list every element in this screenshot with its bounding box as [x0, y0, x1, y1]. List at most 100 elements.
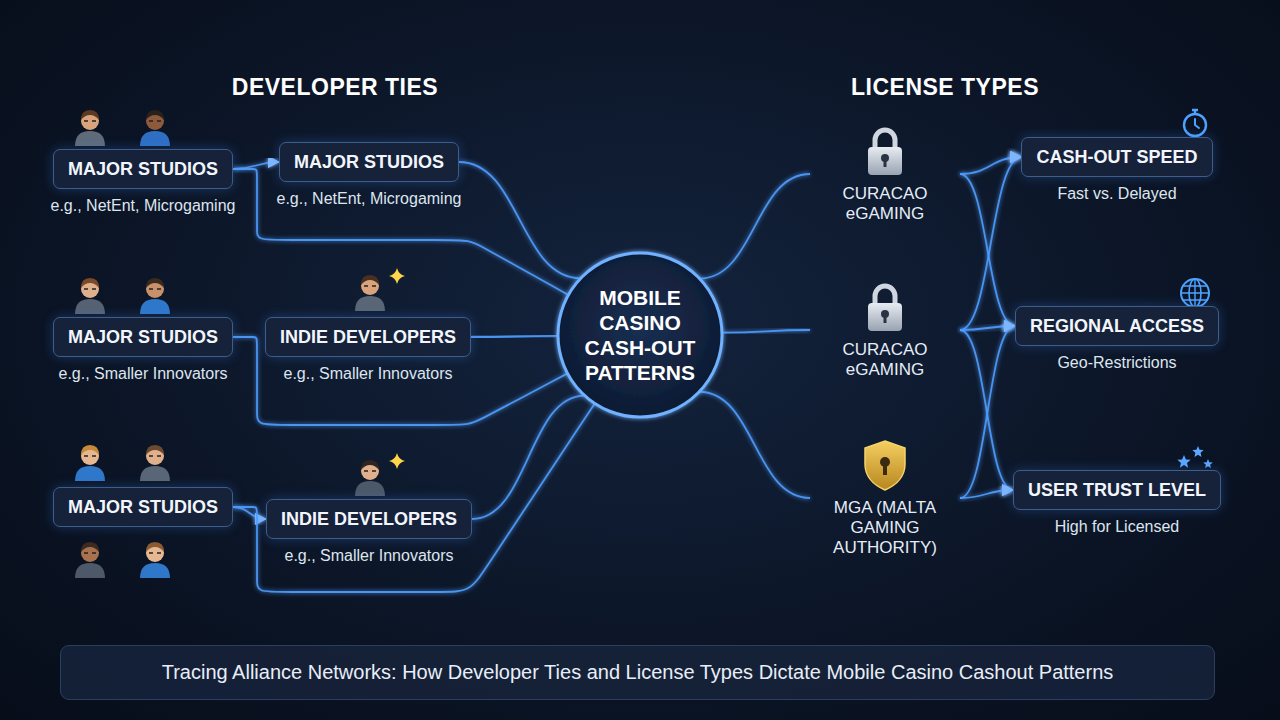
avatar-glasses	[84, 552, 96, 553]
person-avatar	[75, 278, 105, 314]
avatar-body	[140, 131, 170, 146]
shield-icon	[860, 438, 910, 492]
node-heading: REGIONAL ACCESS	[1030, 315, 1204, 337]
caption-text: Tracing Alliance Networks: How Developer…	[162, 661, 1114, 684]
avatar-hair	[146, 278, 164, 288]
node-heading: INDIE DEVELOPERS	[281, 508, 457, 530]
connector-line	[960, 326, 1015, 498]
node-caption: e.g., NetEnt, Microgaming	[51, 197, 236, 215]
process-box: REGIONAL ACCESSGeo-Restrictions	[1015, 306, 1219, 346]
avatar-hair	[81, 542, 99, 552]
connector-line	[960, 490, 1013, 498]
person-avatar	[75, 110, 105, 146]
avatar-hair	[81, 445, 99, 455]
stopwatch-button	[1192, 110, 1198, 113]
avatar-body	[140, 299, 170, 314]
sparkle-icon	[389, 453, 405, 469]
node-heading: MAJOR STUDIOS	[68, 326, 218, 348]
connector-line	[233, 507, 266, 519]
shield-outline	[865, 441, 905, 490]
caption-bar: Tracing Alliance Networks: How Developer…	[60, 645, 1215, 700]
connector-line	[960, 157, 1021, 330]
node-heading: USER TRUST LEVEL	[1028, 479, 1206, 501]
avatar-hair	[146, 110, 164, 120]
person-avatar	[75, 445, 105, 481]
avatar-body	[75, 563, 105, 578]
person-avatar	[140, 110, 170, 146]
avatar-hair	[81, 110, 99, 120]
avatar-glasses	[84, 288, 96, 289]
stopwatch-icon	[1184, 110, 1206, 136]
avatar-body	[140, 563, 170, 578]
node-heading: MAJOR STUDIOS	[68, 496, 218, 518]
license-node: CURACAO eGAMING	[810, 280, 960, 380]
connector-line	[960, 326, 1015, 330]
lock-icon	[860, 280, 910, 334]
hub-outline	[556, 251, 724, 419]
node-heading: MAJOR STUDIOS	[294, 151, 444, 173]
license-node: CURACAO eGAMING	[810, 124, 960, 224]
connector-line	[960, 157, 1021, 174]
person-avatar	[140, 445, 170, 481]
globe-lines	[1181, 279, 1209, 307]
avatar-glasses	[364, 470, 376, 471]
process-box: INDIE DEVELOPERSe.g., Smaller Innovators	[266, 499, 472, 539]
node-caption: e.g., Smaller Innovators	[59, 365, 228, 383]
avatar-glasses	[84, 455, 96, 456]
license-node: MGA (MALTA GAMING AUTHORITY)	[810, 438, 960, 558]
avatar-hair	[81, 278, 99, 288]
section-heading: LICENSE TYPES	[851, 74, 1039, 101]
connector-line	[472, 396, 585, 519]
node-caption: e.g., NetEnt, Microgaming	[277, 190, 462, 208]
avatar-body	[355, 481, 385, 496]
node-heading: CURACAO eGAMING	[815, 340, 955, 380]
process-box: MAJOR STUDIOSe.g., NetEnt, Microgaming	[53, 149, 233, 189]
section-heading: DEVELOPER TIES	[232, 74, 438, 101]
avatar-body	[75, 299, 105, 314]
person-avatar	[140, 542, 170, 578]
connector-line	[700, 174, 810, 279]
avatar-hair	[361, 460, 379, 470]
process-box: MAJOR STUDIOSe.g., Smaller Innovators	[53, 317, 233, 357]
node-caption: Fast vs. Delayed	[1057, 185, 1176, 203]
connector-line	[960, 330, 1013, 490]
node-caption: Geo-Restrictions	[1057, 354, 1176, 372]
shield-keyslot	[883, 464, 887, 475]
connector-line	[699, 392, 810, 498]
connector-line	[233, 169, 568, 295]
globe-outline	[1181, 279, 1209, 307]
process-box: MAJOR STUDIOSe.g., NetEnt, Microgaming	[279, 142, 459, 182]
person-avatar	[75, 542, 105, 578]
lock-keyslot	[884, 315, 887, 323]
globe-icon	[1181, 279, 1209, 307]
stopwatch-hand	[1195, 119, 1199, 128]
node-heading: CURACAO eGAMING	[815, 184, 955, 224]
process-box: CASH-OUT SPEEDFast vs. Delayed	[1021, 137, 1212, 177]
lock-keyslot	[884, 159, 887, 167]
lock-shackle	[875, 130, 895, 149]
node-heading: MGA (MALTA GAMING AUTHORITY)	[815, 498, 955, 558]
avatar-hair	[361, 275, 379, 285]
node-caption: e.g., Smaller Innovators	[285, 547, 454, 565]
star-icon	[1203, 459, 1213, 468]
lock-shackle	[875, 286, 895, 305]
avatar-glasses	[364, 285, 376, 286]
connector-line	[459, 162, 581, 278]
avatar-glasses	[149, 552, 161, 553]
person-avatar	[140, 278, 170, 314]
connector-line	[233, 162, 279, 169]
avatar-hair	[146, 542, 164, 552]
star-icon	[1192, 446, 1203, 457]
node-heading: INDIE DEVELOPERS	[280, 326, 456, 348]
stopwatch-face	[1184, 114, 1206, 136]
star-icon	[1177, 455, 1190, 468]
hub-glow	[558, 253, 722, 417]
process-box: INDIE DEVELOPERSe.g., Smaller Innovators	[265, 317, 471, 357]
avatar-glasses	[149, 455, 161, 456]
person-avatar	[355, 460, 385, 496]
avatar-glasses	[84, 120, 96, 121]
connector-line	[960, 174, 1015, 326]
node-caption: e.g., Smaller Innovators	[284, 365, 453, 383]
